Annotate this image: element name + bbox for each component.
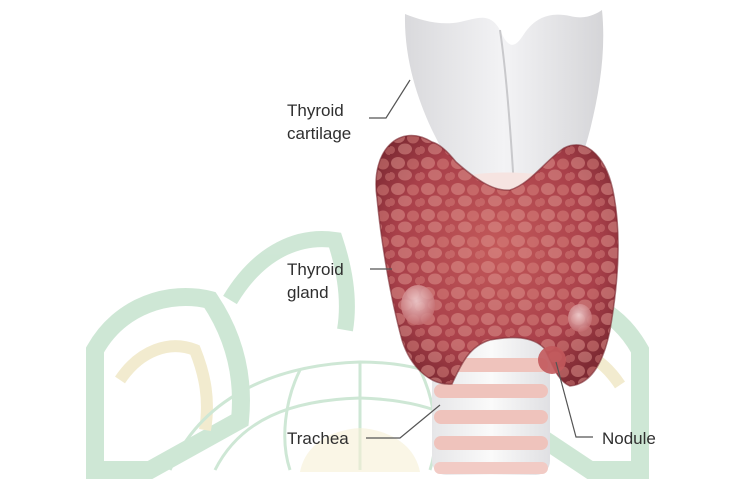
leader-thyroid-cartilage xyxy=(369,80,410,118)
nodule-left xyxy=(401,285,435,325)
nodule-right-upper xyxy=(568,304,592,332)
watermark-leaf-left xyxy=(95,297,241,470)
trachea-ring-2 xyxy=(434,384,548,398)
watermark-globe-meridian-2 xyxy=(285,370,300,470)
trachea-ring-5 xyxy=(434,462,548,474)
label-trachea: Trachea xyxy=(287,429,349,448)
trachea-ring-4 xyxy=(434,436,548,450)
label-thyroid-cartilage: Thyroid cartilage xyxy=(287,101,351,143)
trachea-ring-3 xyxy=(434,410,548,424)
nodule-right-lower xyxy=(538,346,566,374)
label-nodule: Nodule xyxy=(602,429,656,448)
watermark-leaf-inner-left xyxy=(120,346,207,430)
